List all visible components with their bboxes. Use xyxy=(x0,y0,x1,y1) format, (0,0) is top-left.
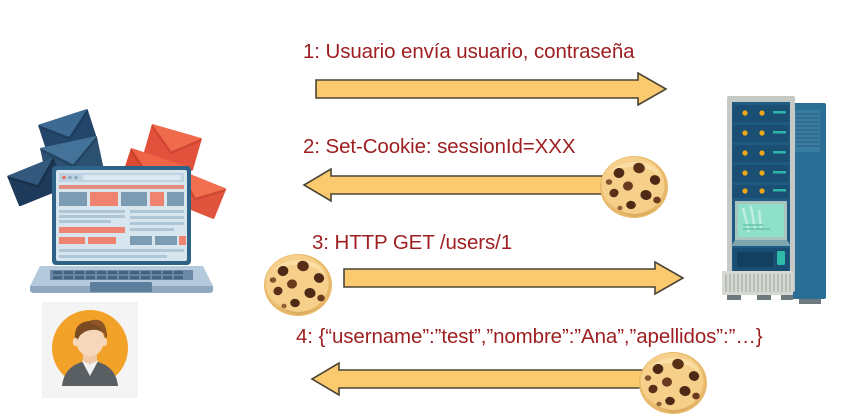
envelope-navy-3 xyxy=(7,157,66,207)
message-arrow-2-left xyxy=(302,167,653,203)
message-arrow-3-right xyxy=(343,260,685,296)
message-arrow-4-left xyxy=(310,361,655,397)
cookie-icon-message-4 xyxy=(637,349,709,417)
cookie-icon-message-3 xyxy=(262,251,334,319)
message-label-4: 4: {“username”:”test”,”nombre”:”Ana”,”ap… xyxy=(296,325,763,348)
message-label-3: 3: HTTP GET /users/1 xyxy=(312,231,513,254)
user-avatar xyxy=(42,302,138,398)
server-base-vent xyxy=(722,271,793,295)
message-label-1: 1: Usuario envía usuario, contraseña xyxy=(303,40,635,63)
cookie-icon-message-2 xyxy=(598,153,670,221)
laptop-base xyxy=(30,266,213,293)
server-monitor xyxy=(731,201,791,246)
message-label-2: 2: Set-Cookie: sessionId=XXX xyxy=(303,135,576,158)
client-laptop-illustration xyxy=(0,100,240,300)
laptop-screen xyxy=(52,166,191,265)
server-rack-illustration xyxy=(713,96,831,306)
rack-units xyxy=(733,105,789,198)
message-arrow-1-right xyxy=(315,71,668,107)
